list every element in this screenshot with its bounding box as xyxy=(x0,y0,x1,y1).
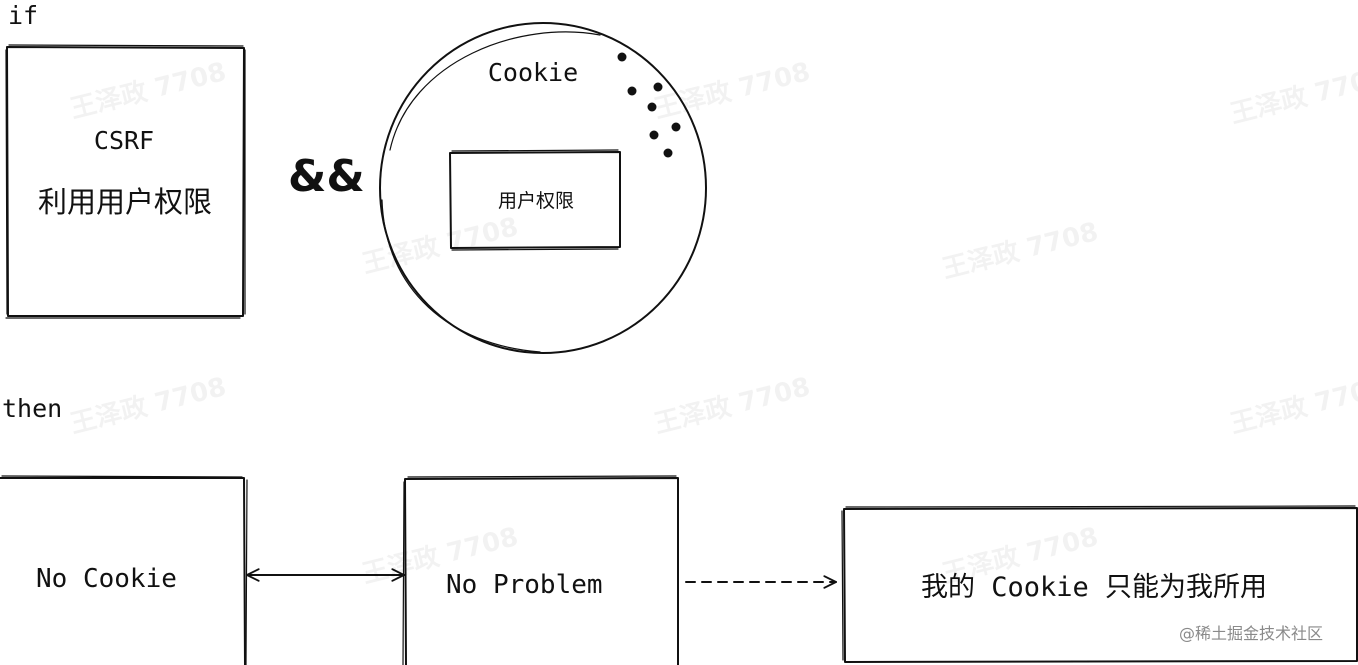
source-credit: @稀土掘金技术社区 xyxy=(1179,624,1324,643)
if-keyword: if xyxy=(8,1,39,30)
csrf-description: 利用用户权限 xyxy=(37,185,213,219)
permission-box xyxy=(449,149,621,251)
permission-label: 用户权限 xyxy=(497,190,575,212)
no-problem-label: No Problem xyxy=(446,570,603,600)
cookie-title: Cookie xyxy=(487,58,579,87)
and-operator: && xyxy=(288,151,365,202)
my-cookie-box xyxy=(841,505,1358,663)
my-cookie-label: 我的 Cookie 只能为我所用 xyxy=(920,572,1268,603)
cookie-crumbs xyxy=(617,52,681,158)
csrf-title: CSRF xyxy=(93,126,155,155)
csrf-box xyxy=(5,44,246,319)
cookie-circle xyxy=(379,22,707,354)
no-cookie-label: No Cookie xyxy=(36,564,177,594)
then-keyword: then xyxy=(2,394,63,423)
